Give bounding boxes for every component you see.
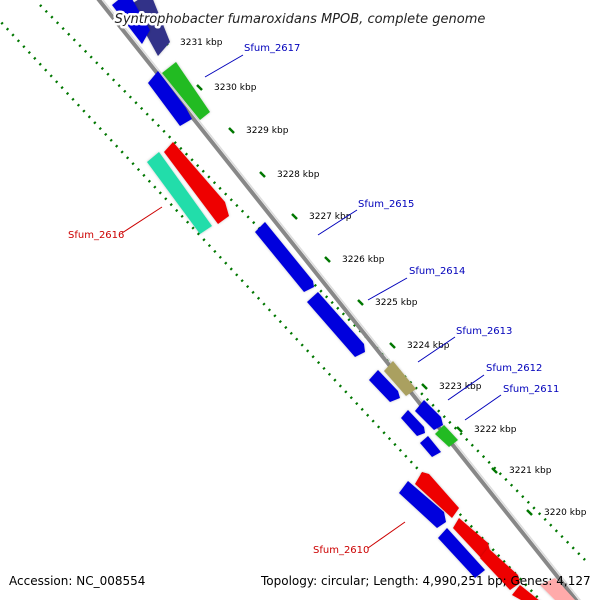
- tick-label: 3227 kbp: [309, 212, 352, 222]
- gene-feature-sfum-2617-blue[interactable]: [148, 71, 192, 126]
- gene-feature-red-lower-3[interactable]: [480, 548, 520, 590]
- gene-label-sfum-2612[interactable]: Sfum_2612: [486, 363, 542, 374]
- tick-mark: [291, 213, 298, 220]
- tick-label: 3231 kbp: [180, 38, 223, 48]
- tick-label: 3225 kbp: [375, 298, 418, 308]
- tick-label: 3230 kbp: [214, 83, 257, 93]
- gene-feature-pink-lower[interactable]: [540, 578, 575, 600]
- tick-mark: [389, 342, 396, 349]
- gene-feature-sfum-2611[interactable]: [435, 425, 458, 447]
- gene-feature-sfum-2612-b[interactable]: [415, 400, 443, 430]
- tick-label: 3220 kbp: [544, 508, 587, 518]
- gene-feature-red-lower-4[interactable]: [512, 585, 545, 600]
- gene-feature-sfum-2616-teal[interactable]: [147, 152, 212, 234]
- tick-mark: [324, 256, 331, 263]
- gene-feature-sfum-2614[interactable]: [307, 292, 365, 357]
- tick-mark: [357, 299, 364, 306]
- gene-feature-blue-top[interactable]: [112, 0, 150, 44]
- gene-feature-blue-lower[interactable]: [438, 528, 485, 578]
- tick-mark: [491, 467, 498, 474]
- gene-feature-red-lower-1[interactable]: [415, 472, 459, 518]
- tick-mark: [421, 383, 428, 390]
- gene-feature-sfum-2616-red[interactable]: [164, 142, 229, 224]
- tick-marks: 3231 kbp 3230 kbp 3229 kbp 3228 kbp 3227 kbp…: [162, 38, 587, 518]
- tick-label: 3221 kbp: [509, 466, 552, 476]
- tick-mark: [196, 84, 203, 91]
- tick-mark: [228, 127, 235, 134]
- gene-label-sfum-2611[interactable]: Sfum_2611: [503, 384, 559, 395]
- tick-label: 3226 kbp: [342, 255, 385, 265]
- tick-label: 3229 kbp: [246, 126, 289, 136]
- ruler-inner: [0, 19, 541, 600]
- gene-feature-sfum-2612-a[interactable]: [401, 410, 425, 436]
- gene-label-sfum-2615[interactable]: Sfum_2615: [358, 199, 414, 210]
- tick-mark: [259, 171, 266, 178]
- gene-label-sfum-2616[interactable]: Sfum_2616: [68, 230, 124, 241]
- gene-feature-sfum-2613-olive[interactable]: [384, 361, 416, 396]
- tick-label: 3228 kbp: [277, 170, 320, 180]
- topology-summary: Topology: circular; Length: 4,990,251 bp…: [261, 574, 591, 588]
- gene-features: [112, 0, 575, 600]
- tick-mark: [456, 426, 463, 433]
- gene-label-leaders: [121, 54, 502, 549]
- gene-label-sfum-2617[interactable]: Sfum_2617: [244, 43, 300, 54]
- tick-label: 3223 kbp: [439, 382, 482, 392]
- gene-feature-sfum-2613-blue[interactable]: [369, 370, 400, 402]
- tick-mark: [526, 509, 533, 516]
- gene-feature-sfum-2612-c[interactable]: [420, 436, 441, 457]
- ruler-outer: [39, 4, 586, 561]
- gene-feature-sfum-2610[interactable]: [399, 481, 446, 528]
- tick-label: 3224 kbp: [407, 341, 450, 351]
- gene-label-sfum-2613[interactable]: Sfum_2613: [456, 326, 512, 337]
- gene-feature-sfum-2615[interactable]: [255, 222, 314, 292]
- map-title: Syntrophobacter fumaroxidans MPOB, compl…: [115, 12, 486, 27]
- gene-feature-red-lower-2[interactable]: [453, 518, 490, 558]
- gene-label-sfum-2610[interactable]: Sfum_2610: [313, 545, 369, 556]
- accession-text: Accession: NC_008554: [9, 574, 146, 588]
- tick-label: 3222 kbp: [474, 425, 517, 435]
- gene-label-sfum-2614[interactable]: Sfum_2614: [409, 266, 465, 277]
- gene-feature-sfum-2617-green[interactable]: [162, 62, 210, 120]
- genome-backbone-highlight: [102, 0, 581, 600]
